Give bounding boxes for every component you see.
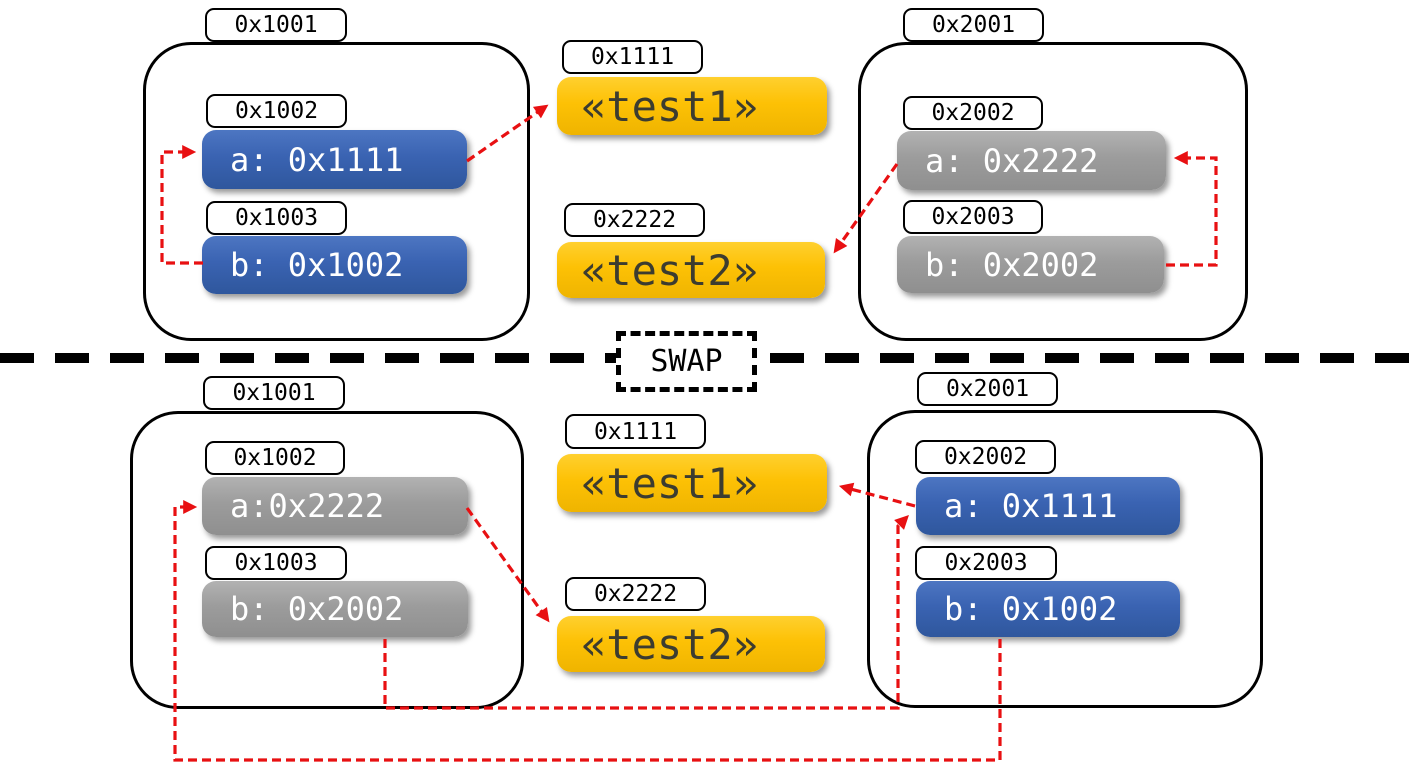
slot-value: a:0x2222 [230,487,385,525]
variable-slot-b: b: 0x1002 [916,581,1180,637]
address-tab: 0x1002 [205,441,345,475]
address-tab: 0x1003 [206,201,347,235]
address-label: 0x1111 [590,44,675,70]
address-tab: 0x2003 [903,200,1043,234]
address-label: 0x1003 [234,550,318,576]
address-label: 0x2001 [945,376,1030,402]
address-label: 0x1002 [234,98,319,124]
variable-slot-a: a: 0x2222 [897,131,1166,190]
address-tab: 0x1003 [205,546,347,580]
address-tab: 0x2001 [903,8,1044,42]
slot-value: a: 0x1111 [230,140,404,179]
variable-slot-b: b: 0x1002 [202,236,467,294]
address-tab: 0x1002 [206,94,347,128]
variable-slot-a: a:0x2222 [202,477,468,535]
address-label: 0x2001 [931,12,1016,38]
address-tab: 0x2003 [915,546,1057,580]
address-tab: 0x2222 [565,577,706,611]
address-label: 0x1111 [593,418,678,445]
address-tab: 0x1001 [203,376,345,410]
address-label: 0x2003 [931,204,1015,230]
address-label: 0x1001 [232,380,316,406]
string-value: «test2» [581,245,759,295]
slot-value: a: 0x2222 [925,141,1099,180]
address-label: 0x2222 [592,207,677,233]
address-label: 0x1003 [234,205,319,231]
variable-slot-b: b: 0x2002 [202,581,468,637]
address-tab: 0x2222 [564,203,705,237]
address-tab: 0x2002 [903,96,1043,130]
string-box-test2: «test2» [557,242,825,298]
variable-slot-a: a: 0x1111 [916,477,1180,535]
address-tab: 0x2001 [917,372,1058,406]
string-value: «test1» [581,81,759,131]
slot-value: b: 0x2002 [925,245,1099,284]
string-box-test2: «test2» [557,616,825,672]
slot-value: b: 0x1002 [230,246,404,284]
slot-value: b: 0x1002 [944,590,1118,628]
variable-slot-a: a: 0x1111 [202,130,467,189]
address-label: 0x2003 [944,550,1028,576]
address-label: 0x2002 [931,100,1015,126]
object-box-before-0x2001 [858,42,1248,341]
string-box-test1: «test1» [557,454,827,512]
string-box-test1: «test1» [557,77,827,135]
swap-label-box: SWAP [616,331,757,392]
slot-value: b: 0x2002 [230,590,404,628]
address-tab: 0x1111 [565,414,706,449]
address-label: 0x2002 [943,444,1028,470]
object-box-before-0x1001 [143,42,530,341]
address-label: 0x2222 [593,581,678,607]
address-tab: 0x2002 [915,440,1056,474]
string-value: «test1» [581,458,759,508]
address-label: 0x1002 [233,445,317,471]
address-tab: 0x1001 [205,8,347,42]
variable-slot-b: b: 0x2002 [897,236,1164,293]
swap-label: SWAP [650,344,723,379]
slot-value: a: 0x1111 [944,487,1118,525]
address-tab: 0x1111 [562,40,703,74]
string-value: «test2» [581,619,759,669]
address-label: 0x1001 [234,12,318,38]
